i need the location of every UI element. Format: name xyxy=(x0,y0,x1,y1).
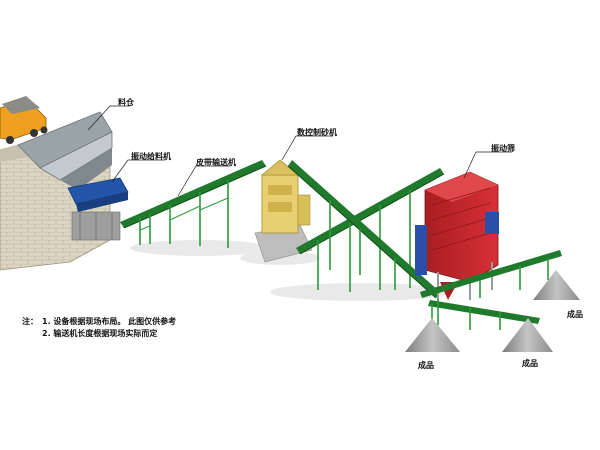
conveyor-1 xyxy=(120,160,267,248)
product-piles xyxy=(405,270,580,352)
label-product-right: 成品 xyxy=(567,310,583,319)
label-product-left: 成品 xyxy=(418,361,434,370)
label-belt: 皮带输送机 xyxy=(196,158,236,167)
conveyor-2 xyxy=(296,168,445,292)
label-sand-maker: 数控制砂机 xyxy=(297,128,337,137)
ground-shadows xyxy=(130,240,450,301)
sand-maker xyxy=(254,159,313,263)
leader-lines xyxy=(87,105,512,197)
label-silo: 料仓 xyxy=(118,98,134,107)
truck xyxy=(0,96,48,144)
conveyor-3 xyxy=(287,160,440,299)
notes-line2: 2. 输送机长度根据现场实际而定 xyxy=(42,329,158,338)
label-screen: 振动筛 xyxy=(491,144,515,153)
notes-line1: 1. 设备根据现场布局。 此图仅供参考 xyxy=(42,317,177,326)
label-feeder: 振动给料机 xyxy=(131,152,171,161)
label-product-center: 成品 xyxy=(522,359,538,368)
notes-prefix: 注： xyxy=(22,317,38,326)
lower-conveyors xyxy=(420,250,562,330)
vibrating-screen xyxy=(415,171,499,300)
silo xyxy=(17,111,113,190)
vibrating-feeder xyxy=(67,177,129,241)
